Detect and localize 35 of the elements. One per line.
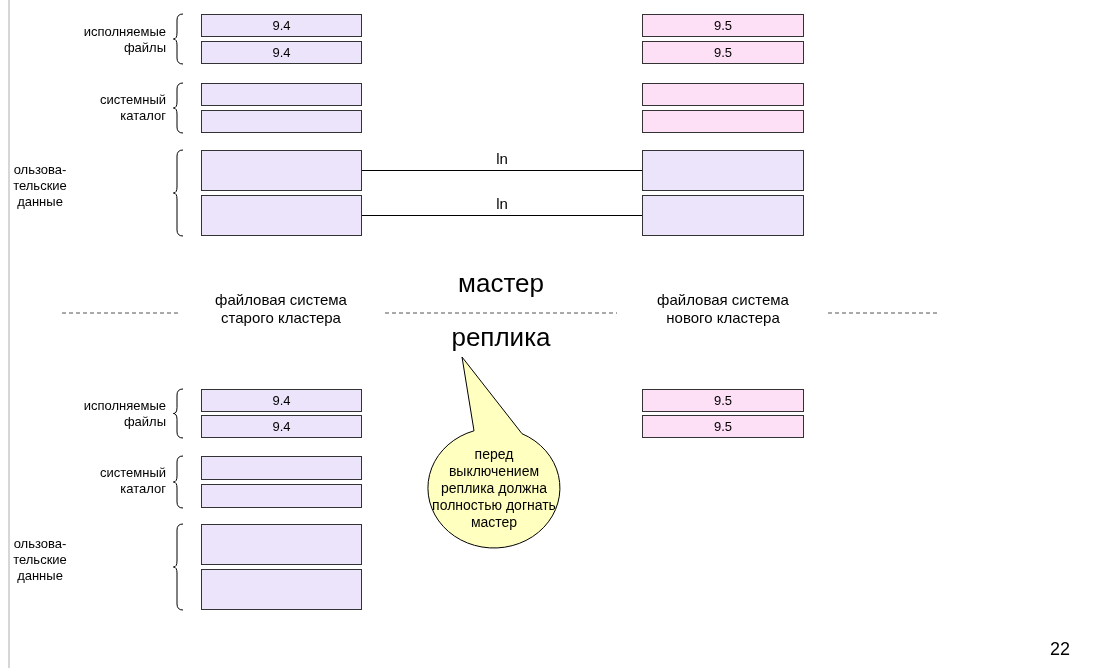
connector-line	[361, 215, 643, 216]
storage-box	[642, 83, 804, 106]
group-label: исполняемые файлы	[82, 398, 166, 430]
storage-box	[642, 110, 804, 133]
version-box: 9.5	[642, 41, 804, 64]
version-box: 9.4	[201, 14, 362, 37]
group-label: исполняемые файлы	[82, 24, 166, 56]
group-label: системный каталог	[98, 465, 166, 497]
role-label: реплика	[450, 322, 552, 352]
speech-bubble	[425, 354, 563, 550]
storage-box	[201, 195, 362, 236]
callout-text: перед выключением реплика должна полностью догнать мастер	[432, 446, 556, 531]
version-box: 9.4	[201, 41, 362, 64]
storage-box	[201, 83, 362, 106]
storage-box	[201, 110, 362, 133]
column-label: файловая система старого кластера	[214, 291, 348, 327]
page-number: 22	[1049, 638, 1071, 660]
column-label: файловая система нового кластера	[656, 291, 790, 327]
storage-box	[201, 456, 362, 480]
group-label: ользова- тельские данные	[12, 536, 68, 584]
storage-box	[201, 524, 362, 565]
storage-box	[642, 195, 804, 236]
version-box: 9.4	[201, 415, 362, 438]
storage-box	[201, 150, 362, 191]
version-box: 9.4	[201, 389, 362, 412]
version-box: 9.5	[642, 389, 804, 412]
storage-box	[642, 150, 804, 191]
version-box: 9.5	[642, 415, 804, 438]
group-label: ользова- тельские данные	[12, 162, 68, 210]
version-box: 9.5	[642, 14, 804, 37]
group-label: системный каталог	[98, 92, 166, 124]
storage-box	[201, 484, 362, 508]
role-label: мастер	[457, 268, 545, 298]
connector-line	[361, 170, 643, 171]
storage-box	[201, 569, 362, 610]
